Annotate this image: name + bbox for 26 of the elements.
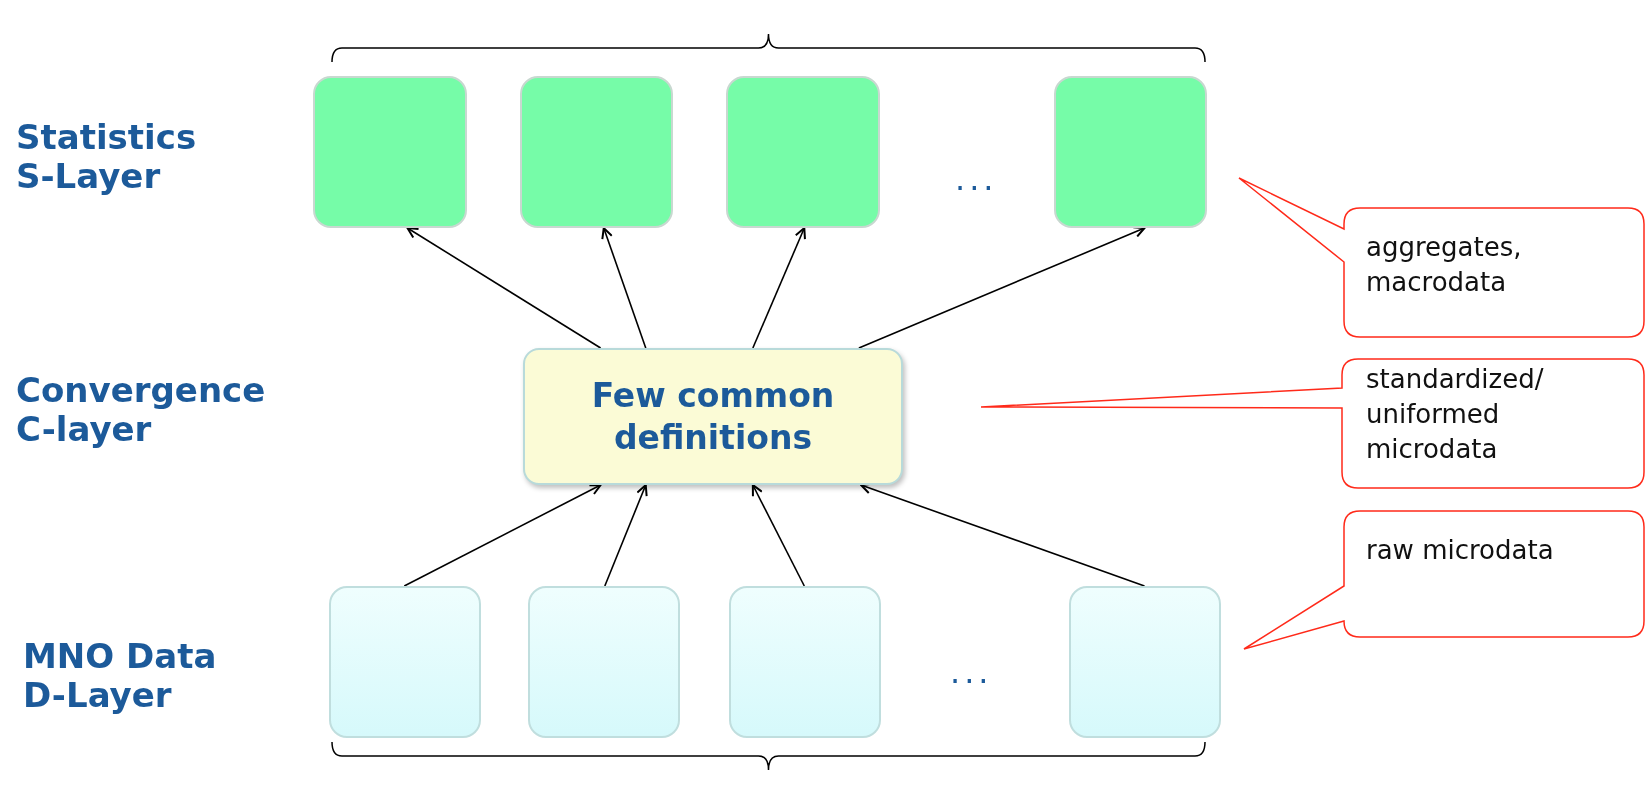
callout-text: raw microdata <box>1366 534 1555 567</box>
layer-label: Statistics S-Layer <box>16 118 198 197</box>
box-title: Few common definitions <box>590 375 836 458</box>
arrow <box>406 227 602 349</box>
layer-box <box>313 76 467 228</box>
layer-box <box>528 586 680 738</box>
arrow <box>860 482 1146 587</box>
callout-text: aggregates, macrodata <box>1366 231 1523 300</box>
definitions-box <box>523 348 903 485</box>
arrow <box>752 227 806 349</box>
arrow <box>601 227 647 349</box>
arrow <box>604 484 648 587</box>
ellipsis: ... <box>950 653 993 691</box>
layer-label: Convergence C-layer <box>16 371 267 450</box>
layer-box <box>329 586 481 738</box>
callout-text: standardized/ uniformed microdata <box>1366 363 1545 467</box>
layer-box <box>729 586 881 738</box>
layer-box <box>1054 76 1207 228</box>
layer-box <box>520 76 673 228</box>
layer-label: MNO Data D-Layer <box>23 637 218 716</box>
layer-box <box>726 76 880 228</box>
arrow <box>403 484 602 587</box>
ellipsis: ... <box>955 160 998 198</box>
layer-box <box>1069 586 1221 738</box>
arrow <box>858 226 1146 349</box>
arrow <box>751 484 806 587</box>
